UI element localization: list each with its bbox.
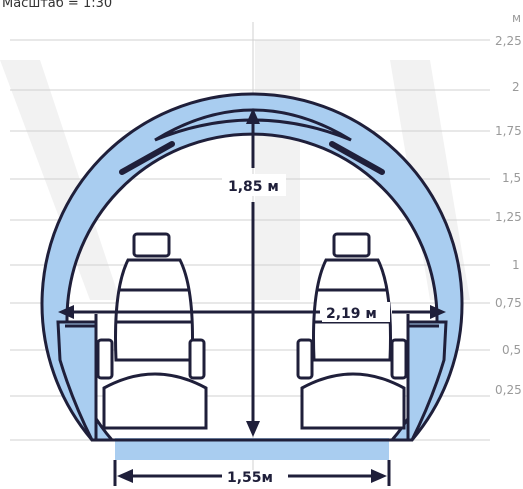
left-seat: [96, 232, 208, 430]
scale-label: Масштаб = 1:30: [2, 0, 112, 11]
left-seat-armrest-right: [188, 338, 206, 380]
right-lower-wall: [392, 320, 448, 442]
floor-width-dimension: [113, 460, 391, 486]
left-seat-back: [114, 258, 194, 362]
left-seat-armrest-left: [96, 338, 114, 380]
right-overhead-light: [329, 141, 385, 175]
right-seat-armrest-left: [296, 338, 314, 380]
floor-width-arrow-right: [371, 469, 387, 483]
ruler-tick-label: 1,75: [495, 124, 522, 138]
height-label-bg: [222, 174, 286, 196]
ceiling-panel: [154, 108, 352, 142]
floor-width-label: 1,55м: [227, 470, 273, 486]
ruler-unit: м: [512, 11, 521, 25]
left-overhead-light: [119, 141, 175, 175]
ruler-tick-label: 1,25: [495, 210, 522, 224]
height-dimension: [246, 108, 260, 437]
cabin-floor: [115, 438, 389, 460]
cabin-width-label-bg: [322, 302, 390, 322]
left-seat-cushion: [102, 372, 208, 430]
right-seat-cushion: [300, 372, 406, 430]
right-seat-armrest-right: [390, 338, 408, 380]
right-wall-panel: [406, 314, 439, 328]
cabin-width-label: 2,19 м: [326, 306, 377, 322]
ruler-tick-label: 0,5: [502, 343, 521, 357]
height-ruler: м 2,25 2 1,75 1,5 1,25 1 0,75 0,5 0,25: [495, 11, 522, 397]
left-wall-panel: [65, 314, 98, 328]
right-seat: [296, 232, 408, 430]
left-lower-wall: [56, 320, 112, 442]
right-seat-headrest: [332, 232, 371, 258]
height-arrow-bottom: [246, 421, 260, 437]
left-seat-headrest: [132, 232, 171, 258]
ruler-tick-label: 2,25: [495, 34, 522, 48]
floor-width-arrow-left: [117, 469, 133, 483]
height-arrow-top: [246, 108, 260, 124]
ruler-tick-label: 0,75: [495, 296, 522, 310]
ruler-tick-label: 2: [512, 80, 520, 94]
cabin-width-dimension: [58, 305, 446, 319]
ruler-tick-label: 1: [512, 258, 520, 272]
ruler-tick-label: 0,25: [495, 383, 522, 397]
cabin-width-arrow-left: [58, 305, 74, 319]
cabin-width-arrow-right: [430, 305, 446, 319]
ruler-tick-label: 1,5: [502, 171, 521, 185]
height-dimension-label: 1,85 м: [228, 179, 279, 195]
